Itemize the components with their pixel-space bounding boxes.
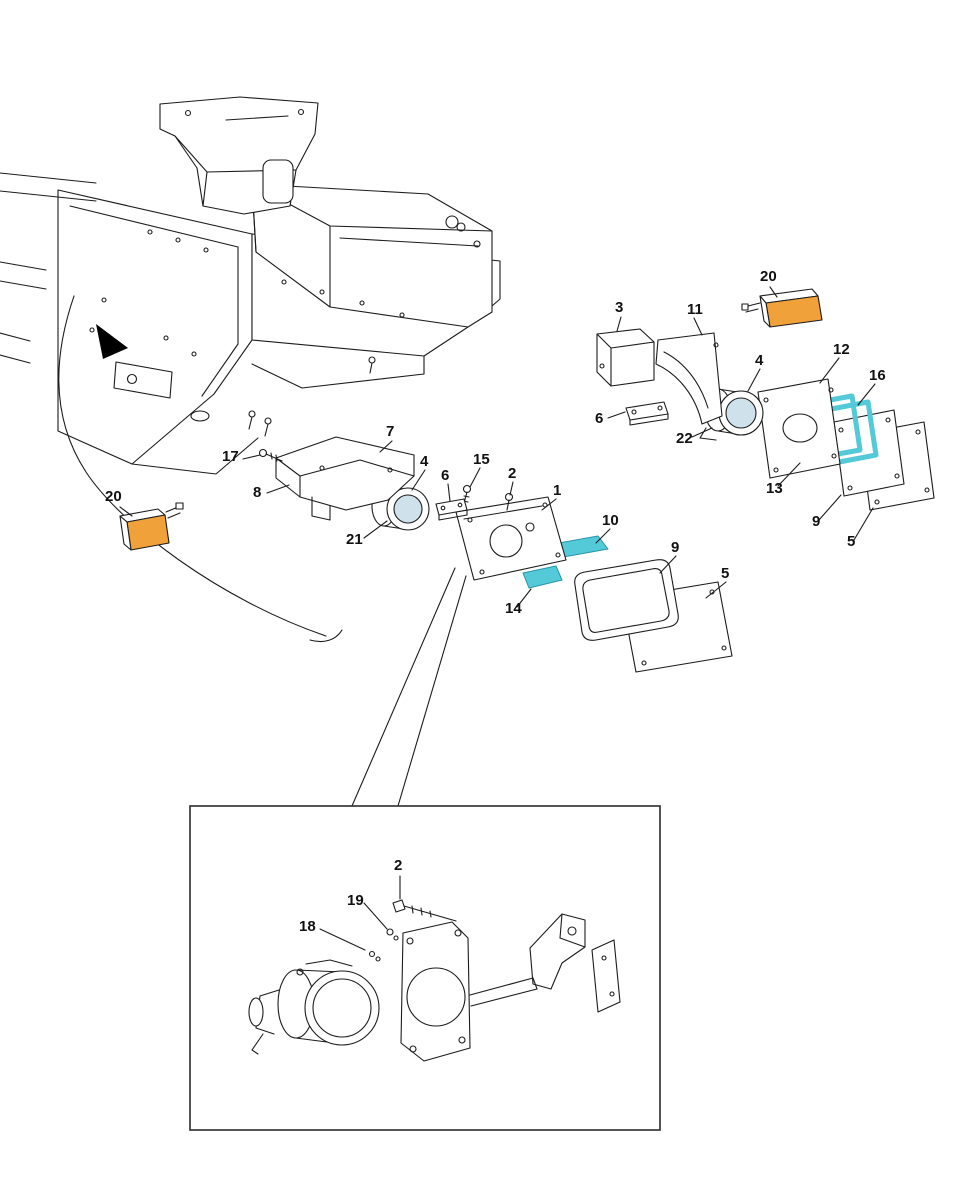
part-17-bolt <box>258 448 283 462</box>
callout-19: 19 <box>347 892 364 909</box>
inset-leader-lines <box>351 567 467 807</box>
part-9-panel-right <box>833 409 905 497</box>
callout-18: 18 <box>299 918 316 935</box>
part-7-8-bracket <box>275 436 415 521</box>
location-arrow-icon <box>96 324 128 359</box>
part-12-mounting-panel <box>757 378 841 479</box>
callout-leader-lines <box>119 286 876 951</box>
callout-3: 3 <box>615 299 624 316</box>
callout-4-center: 4 <box>420 453 429 470</box>
callout-20-left: 20 <box>105 488 122 505</box>
inset-mounting-plate <box>400 921 471 1062</box>
part-6-spacer-right <box>625 401 669 426</box>
right-exploded-view <box>596 288 935 511</box>
part-14-seal-strip <box>522 565 563 589</box>
callout-8: 8 <box>253 484 262 501</box>
callout-6-right: 6 <box>595 410 604 427</box>
callout-20-right: 20 <box>760 268 777 285</box>
callout-10: 10 <box>602 512 619 529</box>
part-1-mounting-plate <box>455 496 567 581</box>
callout-16: 16 <box>869 367 886 384</box>
callout-4-right: 4 <box>755 352 764 369</box>
routing-leader-curve <box>58 295 343 643</box>
callout-9-center: 9 <box>671 539 680 556</box>
callout-1: 1 <box>553 482 562 499</box>
callout-22: 22 <box>676 430 693 447</box>
inset-bolt-2 <box>392 899 457 922</box>
center-exploded-view <box>258 436 733 673</box>
part-20-lamp-right <box>741 288 823 328</box>
part-11-bracket <box>655 332 723 425</box>
callout-12: 12 <box>833 341 850 358</box>
callout-2-center: 2 <box>508 465 517 482</box>
callout-11: 11 <box>687 301 703 318</box>
callout-2-inset: 2 <box>394 857 403 874</box>
callout-17: 17 <box>222 448 239 465</box>
callout-15: 15 <box>473 451 490 468</box>
callout-9-right: 9 <box>812 513 821 530</box>
callout-21: 21 <box>346 531 363 548</box>
callout-13: 13 <box>766 480 783 497</box>
inset-lamp-unit <box>248 959 380 1055</box>
callout-6-center: 6 <box>441 467 450 484</box>
chassis-line-art <box>0 96 501 475</box>
inset-lamp-assembly <box>248 899 621 1062</box>
callout-5-right: 5 <box>847 533 856 550</box>
part-9-bezel-frame <box>574 559 679 641</box>
callout-7: 7 <box>386 423 395 440</box>
lamp-lens-center <box>393 494 423 524</box>
callout-14: 14 <box>505 600 522 617</box>
part-20-lamp-left <box>119 502 184 551</box>
callout-5-center: 5 <box>721 565 730 582</box>
inset-hardware-18-19 <box>368 928 399 962</box>
inset-support-bracket <box>469 913 621 1013</box>
part-3-bracket <box>596 328 655 387</box>
part-2-screw <box>504 492 514 511</box>
lamp-lens-right <box>725 397 757 429</box>
part-6-spacer-center <box>435 498 468 521</box>
